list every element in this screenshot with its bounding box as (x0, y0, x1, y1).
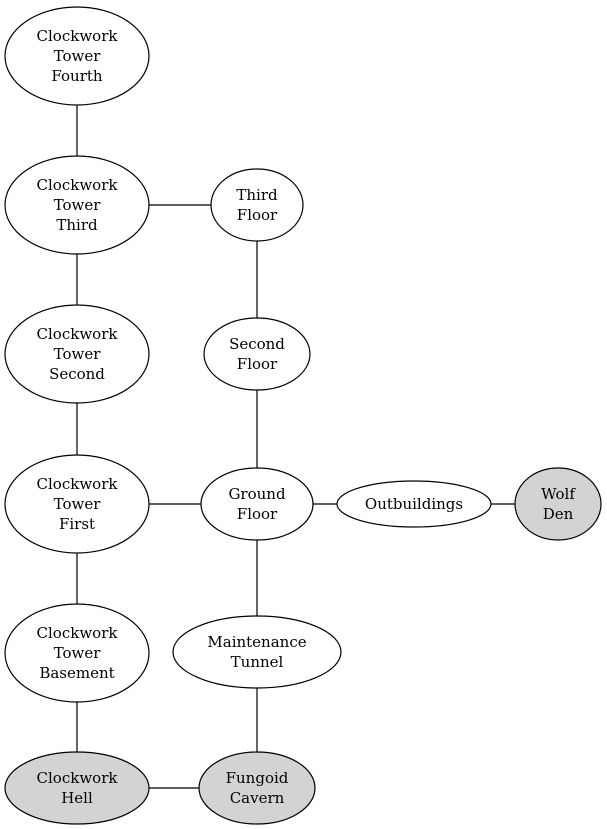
node-label-line: Fourth (51, 67, 102, 85)
node-ellipse (198, 751, 316, 825)
node-ellipse (4, 751, 150, 825)
node-label-line: Floor (237, 505, 278, 523)
node-label-line: Second (49, 365, 105, 383)
node-label-line: Ground (228, 485, 286, 503)
node-label-line: Tunnel (231, 653, 284, 671)
node-label: Outbuildings (365, 495, 463, 513)
node-ellipse (210, 168, 304, 242)
node-label-line: Tower (54, 644, 102, 662)
node-label-line: Tower (54, 196, 102, 214)
node-label-line: Wolf (541, 485, 576, 503)
node-label-line: Floor (237, 206, 278, 224)
node-ellipse (4, 6, 150, 106)
edges-layer (76, 105, 515, 789)
node-label-line: Second (229, 335, 285, 353)
node-label-line: Clockwork (37, 27, 119, 45)
node-label-line: Den (543, 505, 574, 523)
node-label-line: Clockwork (37, 769, 119, 787)
node-ellipse (4, 603, 150, 703)
node-label-line: Clockwork (37, 624, 119, 642)
node-label-line: Clockwork (37, 475, 119, 493)
node-label-line: Clockwork (37, 176, 119, 194)
node-ellipse (203, 317, 311, 391)
node-ellipse (200, 467, 314, 541)
node-label-line: Floor (237, 355, 278, 373)
node-label-line: Hell (61, 789, 93, 807)
node-ellipse (514, 467, 602, 541)
node-label-line: Tower (54, 495, 102, 513)
node-label-line: Fungoid (226, 769, 289, 787)
node-ellipse (172, 615, 342, 689)
node-label-line: Maintenance (207, 633, 306, 651)
node-label-line: Tower (54, 47, 102, 65)
node-label-line: First (59, 515, 95, 533)
node-outbuildings: Outbuildings (336, 480, 492, 528)
node-ellipse (4, 454, 150, 554)
node-label-line: Third (236, 186, 278, 204)
node-label-line: Third (56, 216, 98, 234)
node-ellipse (4, 304, 150, 404)
node-ellipse (336, 480, 492, 528)
node-label-line: Basement (39, 664, 114, 682)
node-label-line: Outbuildings (365, 495, 463, 513)
node-label-line: Cavern (230, 789, 285, 807)
node-label-line: Clockwork (37, 325, 119, 343)
node-label-line: Tower (54, 345, 102, 363)
node-ellipse (4, 155, 150, 255)
